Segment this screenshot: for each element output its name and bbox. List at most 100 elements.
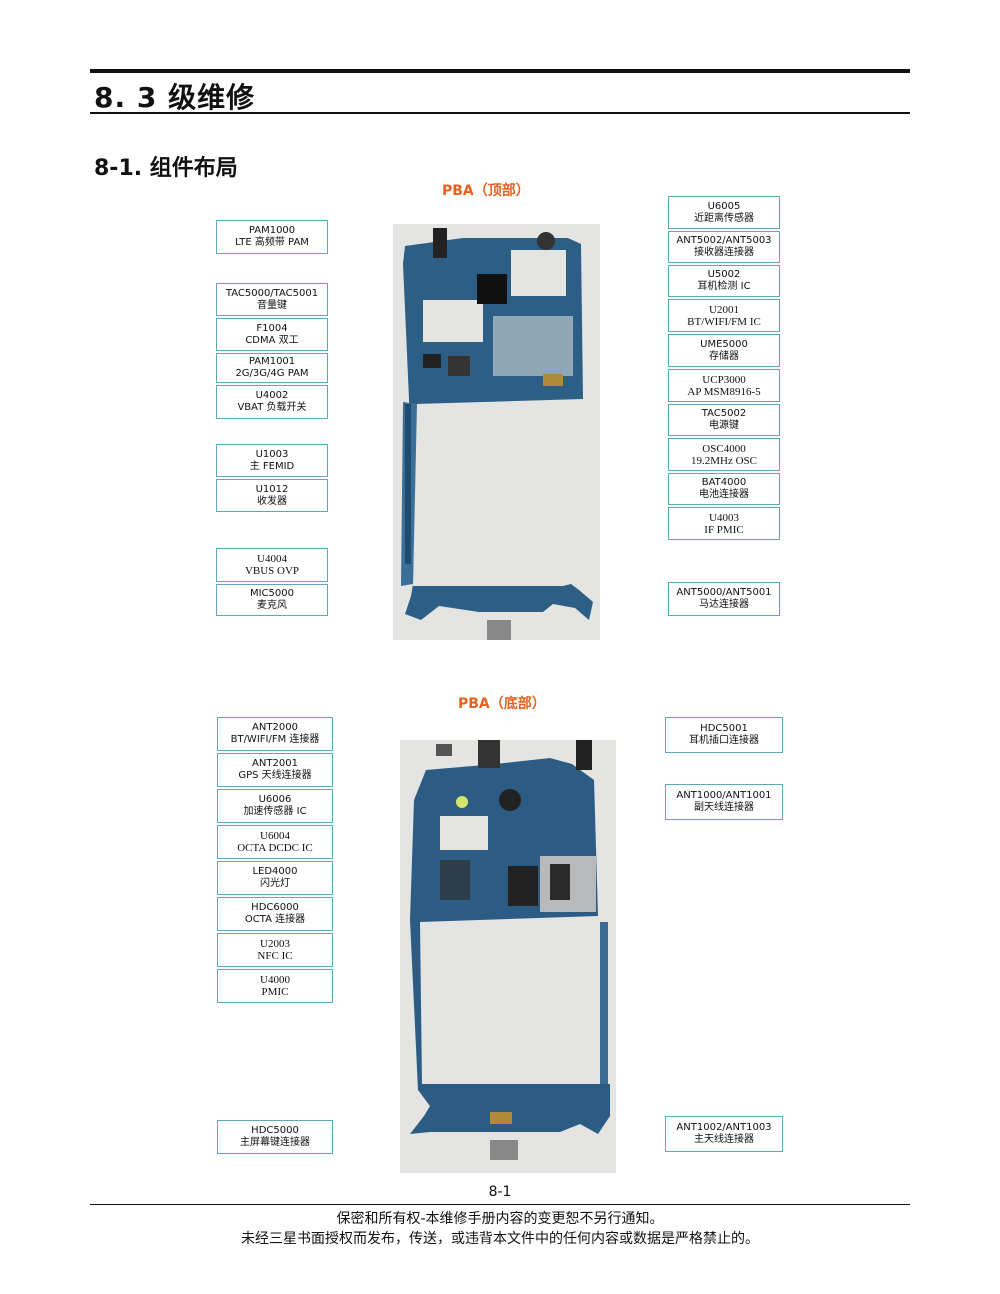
component-code: U1012	[255, 483, 289, 495]
component-desc: 音量键	[257, 299, 287, 311]
pba-bottom-photo	[400, 740, 616, 1173]
component-desc: OCTA 连接器	[244, 914, 306, 925]
component-desc: 电源键	[709, 420, 739, 431]
component-code: TAC5002	[701, 408, 747, 419]
footer-rule	[90, 1204, 910, 1205]
top-pba-caption: PBA（顶部）	[442, 183, 530, 199]
section-title: 8-1. 组件布局	[94, 156, 238, 181]
component-code: PAM1000	[248, 225, 296, 236]
component-desc: BT/WIFI/FM 连接器	[230, 734, 320, 745]
component-desc: 接收器连接器	[694, 247, 754, 258]
component-code: U4000	[260, 974, 290, 986]
component-code: ANT1002/ANT1003	[676, 1122, 772, 1133]
component-code: U5002	[707, 269, 741, 280]
header-rule	[90, 69, 910, 73]
component-code: U6006	[258, 794, 292, 805]
component-code: PAM1001	[248, 356, 296, 367]
component-code: HDC5001	[700, 723, 748, 734]
component-desc: VBUS OVP	[244, 565, 300, 577]
component-desc: CDMA 双工	[245, 334, 299, 346]
component-code: U2001	[709, 303, 739, 316]
component-code: U4004	[257, 553, 287, 565]
component-desc: 闪光灯	[260, 878, 290, 889]
pba-top-photo	[393, 224, 600, 640]
component-desc: AP MSM8916-5	[687, 385, 761, 398]
component-desc: 主天线连接器	[694, 1134, 754, 1145]
component-desc: PMIC	[261, 986, 289, 998]
component-code: U4002	[255, 390, 289, 401]
component-desc: 存储器	[709, 350, 739, 362]
component-desc: 马达连接器	[699, 599, 749, 610]
component-desc: NFC IC	[257, 950, 293, 962]
component-code: ANT5000/ANT5001	[676, 587, 772, 598]
component-desc: 加速传感器 IC	[243, 806, 307, 817]
bottom-pba-caption: PBA（底部）	[458, 696, 546, 712]
component-desc: GPS 天线连接器	[238, 770, 312, 781]
footer-notice-line2: 未经三星书面授权而发布，传送，或违背本文件中的任何内容或数据是严格禁止的。	[241, 1231, 759, 1247]
component-desc: 19.2MHz OSC	[690, 454, 757, 467]
component-desc: 主 FEMID	[249, 460, 295, 472]
component-desc: OCTA DCDC IC	[237, 842, 313, 854]
page-title: 8. 3 级维修	[94, 81, 256, 114]
component-code: MIC5000	[249, 588, 294, 599]
component-code: ANT5002/ANT5003	[676, 235, 772, 246]
header-underline	[90, 112, 910, 114]
component-code: OSC4000	[702, 442, 746, 455]
component-code: U4003	[709, 511, 739, 524]
component-code: ANT2001	[252, 758, 298, 769]
component-desc: LTE 高频带 PAM	[235, 237, 309, 248]
component-code: ANT2000	[252, 722, 298, 733]
component-code: HDC5000	[251, 1125, 299, 1136]
component-code: F1004	[256, 322, 288, 334]
component-desc: IF PMIC	[704, 523, 744, 536]
component-desc: 2G/3G/4G PAM	[235, 368, 309, 379]
component-code: ANT1000/ANT1001	[676, 790, 772, 801]
component-desc: 麦克风	[257, 600, 287, 611]
component-code: HDC6000	[251, 902, 299, 913]
component-code: LED4000	[252, 866, 298, 877]
component-desc: 收发器	[257, 495, 287, 507]
footer-notice-line1: 保密和所有权-本维修手册内容的变更恕不另行通知。	[336, 1211, 664, 1227]
component-code: U6004	[260, 830, 290, 842]
component-code: UCP3000	[702, 373, 746, 386]
component-desc: 耳机检测 IC	[697, 281, 751, 292]
component-desc: 近距离传感器	[694, 212, 754, 224]
component-desc: 主屏幕键连接器	[240, 1137, 310, 1148]
page-number: 8-1	[488, 1184, 512, 1200]
component-code: U6005	[707, 200, 741, 212]
component-code: BAT4000	[701, 477, 747, 488]
component-desc: VBAT 负载开关	[237, 402, 307, 413]
component-desc: 副天线连接器	[694, 802, 754, 813]
